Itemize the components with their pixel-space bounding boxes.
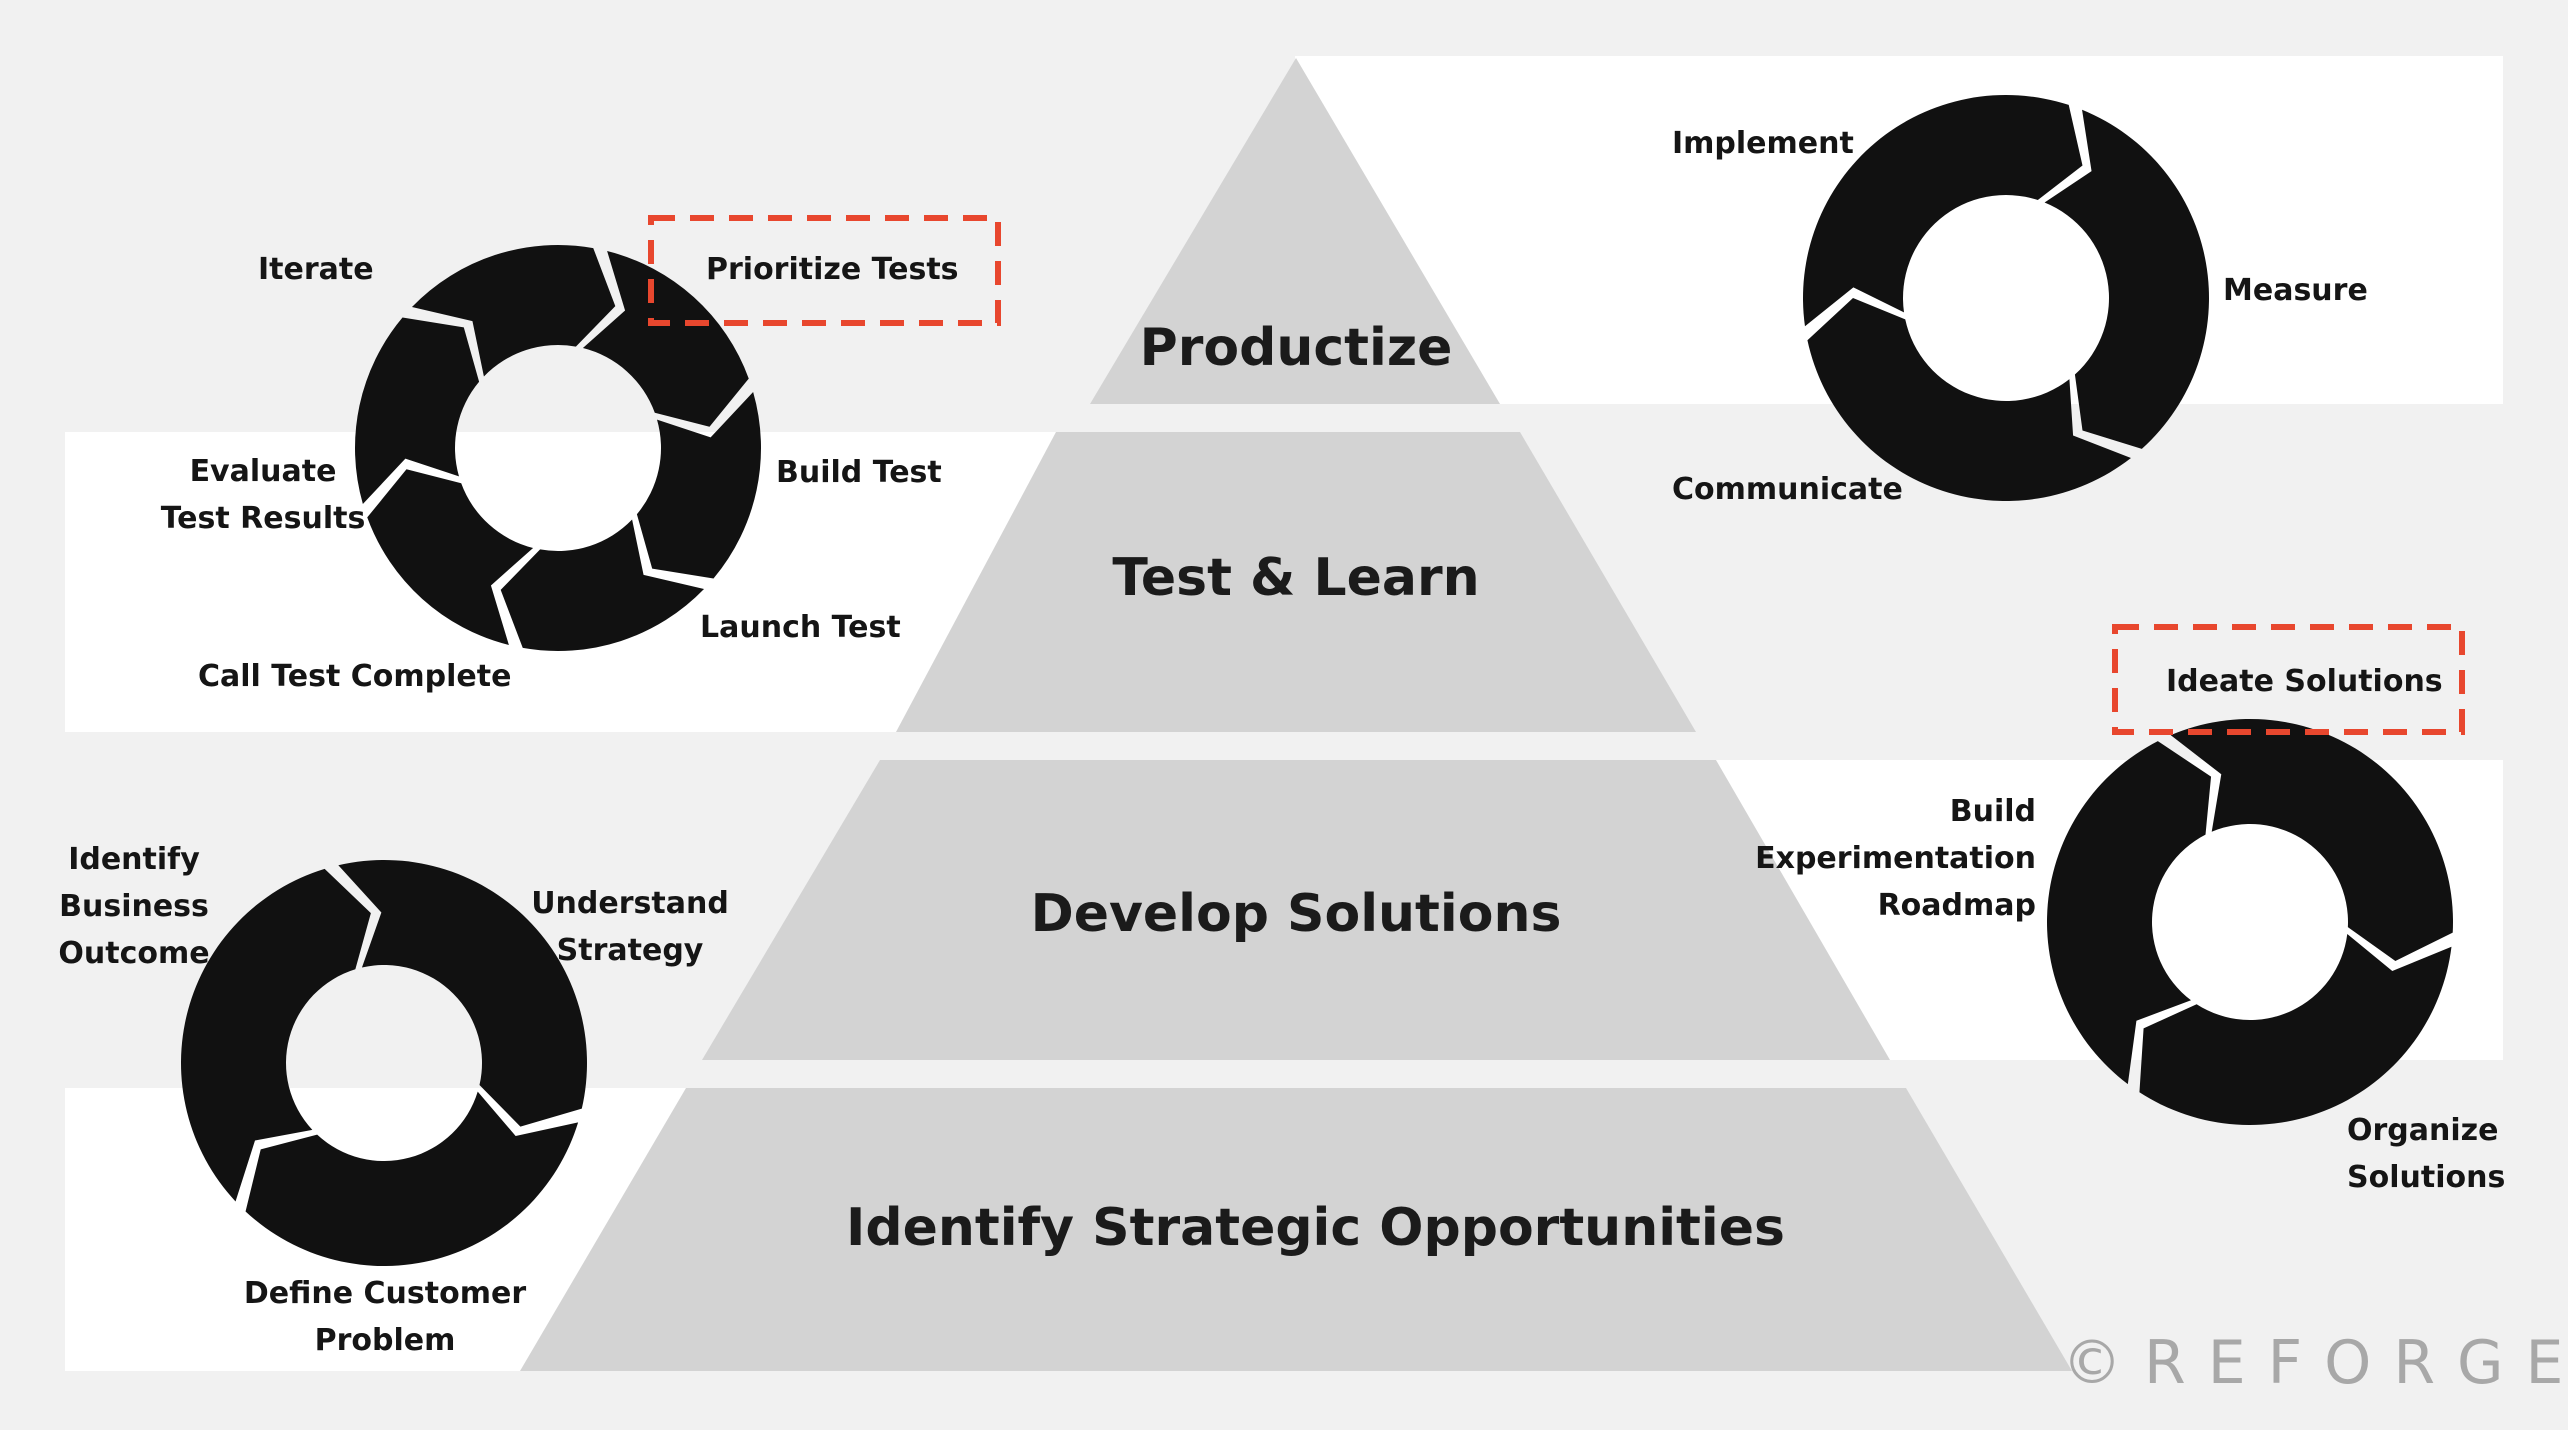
develop-ring-segment xyxy=(2046,741,2212,1085)
strategic-ring-segment xyxy=(338,860,587,1127)
productize-cycle-ring xyxy=(1803,94,2209,501)
test-learn-cycle-ring xyxy=(355,245,761,651)
test-learn-ring-segment xyxy=(500,519,705,651)
step-understand-strategy: Understand Strategy xyxy=(531,886,729,968)
step-build-experimentation-roadmap: Build Experimentation Roadmap xyxy=(1755,794,2036,923)
pyramid-tier-productize xyxy=(1090,58,1500,404)
step-call-test-complete: Call Test Complete xyxy=(198,659,512,694)
step-communicate: Communicate xyxy=(1672,472,1903,507)
test-learn-ring-segment xyxy=(367,469,534,645)
test-learn-ring-segment xyxy=(411,245,616,377)
productize-ring-segment xyxy=(1803,94,2083,327)
step-launch-test: Launch Test xyxy=(700,610,901,645)
test-learn-ring-segment xyxy=(636,392,761,579)
step-evaluate-test-results: Evaluate Test Results xyxy=(160,454,366,536)
step-prioritize-tests: Prioritize Tests xyxy=(706,252,959,287)
strategic-cycle-ring xyxy=(181,860,587,1266)
productize-ring-segment xyxy=(2044,109,2209,449)
pyramid-tier-test-learn xyxy=(896,432,1696,732)
step-iterate: Iterate xyxy=(258,252,374,287)
step-build-test: Build Test xyxy=(776,455,942,490)
step-implement: Implement xyxy=(1672,126,1854,161)
develop-ring-segment xyxy=(2170,719,2453,961)
tier-label-productize: Productize xyxy=(1139,318,1453,378)
reforge-copyright-logo: ©REFORGE xyxy=(2062,1328,2568,1398)
pyramid-tier-develop-solutions xyxy=(702,760,1890,1060)
step-identify-business-outcome: Identify Business Outcome xyxy=(58,842,210,971)
develop-solutions-cycle-ring xyxy=(2046,719,2453,1125)
step-define-customer-problem: Define Customer Problem xyxy=(243,1276,527,1358)
step-measure: Measure xyxy=(2223,273,2368,308)
pyramid-tier-strategic xyxy=(520,1088,2072,1371)
step-ideate-solutions: Ideate Solutions xyxy=(2166,664,2443,699)
strategic-ring-segment xyxy=(181,868,371,1202)
test-learn-ring-segment xyxy=(355,317,480,504)
tier-label-test-learn: Test & Learn xyxy=(1112,548,1480,608)
test-learn-ring-segment xyxy=(582,251,749,427)
prioritize-tests-highlight xyxy=(648,215,1001,326)
step-organize-solutions: Organize Solutions xyxy=(2347,1113,2506,1195)
productize-ring-segment xyxy=(1807,298,2131,501)
develop-ring-segment xyxy=(2139,933,2452,1125)
strategic-ring-segment xyxy=(245,1091,579,1266)
tier-label-develop-solutions: Develop Solutions xyxy=(1030,884,1562,944)
tier-label-strategic: Identify Strategic Opportunities xyxy=(846,1198,1785,1258)
ideate-solutions-highlight xyxy=(2112,624,2465,735)
